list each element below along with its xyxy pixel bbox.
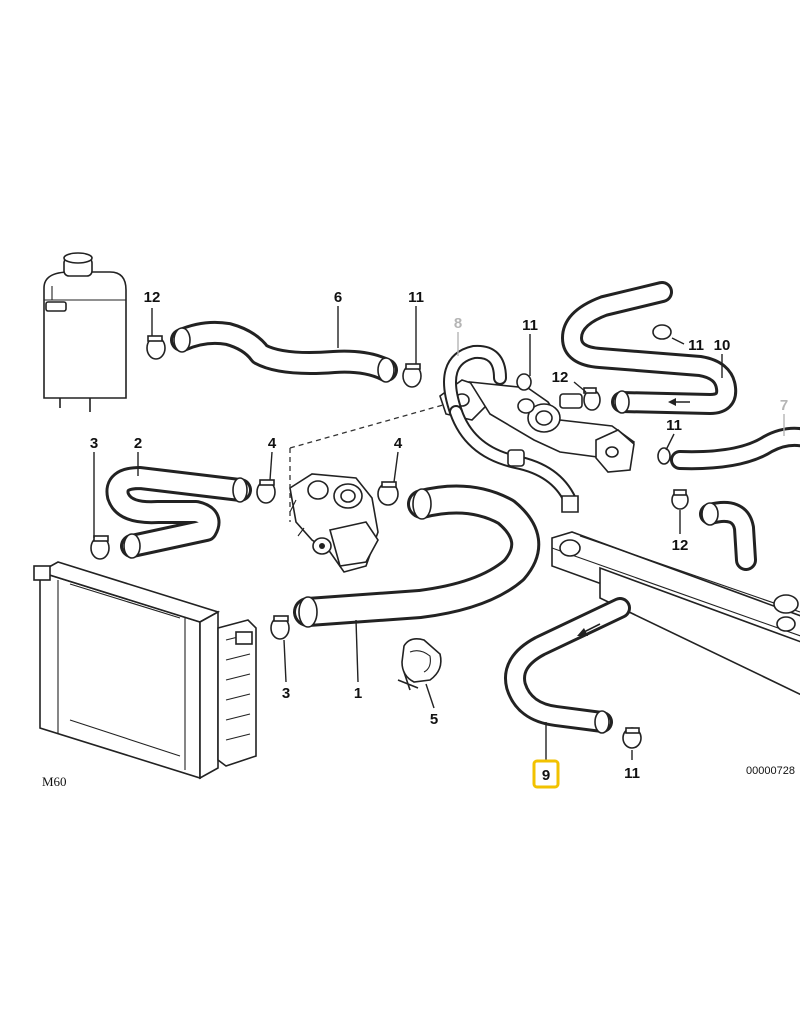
hose-2 <box>105 466 252 559</box>
highlight-box <box>532 759 560 789</box>
callout-1: 1 <box>354 685 362 702</box>
callout-12: 12 <box>672 537 689 554</box>
hose-8 <box>443 344 579 513</box>
callout-4: 4 <box>268 435 277 452</box>
hose-right-lower <box>699 500 757 571</box>
hose-7 <box>670 426 800 471</box>
hose-clip-5 <box>397 638 442 691</box>
hose-6 <box>170 320 398 383</box>
radiator <box>33 561 257 780</box>
callout-11: 11 <box>522 317 538 334</box>
clamp-11-top-middle <box>402 363 422 388</box>
clamp-4-right <box>377 481 399 506</box>
callout-11: 11 <box>688 337 704 354</box>
callout-12: 12 <box>552 369 569 386</box>
clamp-4-left <box>256 479 276 504</box>
hose-1 <box>293 484 541 628</box>
hose-9 <box>504 597 631 734</box>
clamp-12-top-left <box>146 335 166 360</box>
leader-lines <box>93 306 785 760</box>
clamp-11-lower-right <box>622 727 642 749</box>
callout-5: 5 <box>430 711 438 728</box>
callout-8: 8 <box>454 315 462 332</box>
callout-10: 10 <box>714 337 731 354</box>
clamp-11-right <box>657 447 671 465</box>
clamp-12-thermostat <box>583 387 601 411</box>
callout-3: 3 <box>282 685 290 702</box>
water-pump <box>289 473 379 573</box>
expansion-tank <box>43 252 127 412</box>
hose-clamps <box>90 335 689 749</box>
callout-4: 4 <box>394 435 403 452</box>
callout-labels: 12 6 11 8 11 11 10 12 7 11 12 3 2 4 4 3 … <box>90 289 788 789</box>
clamp-3-left <box>90 535 110 560</box>
callout-3: 3 <box>90 435 98 452</box>
callout-11: 11 <box>408 289 424 306</box>
callout-6: 6 <box>334 289 342 306</box>
engine-block <box>551 531 800 696</box>
hose-10 <box>561 281 738 415</box>
clamp-11-thermostat <box>516 373 532 391</box>
callout-9-highlighted[interactable]: 9 <box>542 767 550 784</box>
callout-12: 12 <box>144 289 161 306</box>
callout-7: 7 <box>780 397 788 414</box>
callout-2: 2 <box>134 435 142 452</box>
callout-11: 11 <box>666 417 682 434</box>
reference-number: 00000728 <box>746 765 795 777</box>
clamp-12-right <box>671 489 689 510</box>
assembly-dashed-lines <box>289 402 451 522</box>
callout-11: 11 <box>624 765 640 782</box>
model-label: M60 <box>42 774 67 789</box>
clamp-3-lower <box>270 615 290 640</box>
